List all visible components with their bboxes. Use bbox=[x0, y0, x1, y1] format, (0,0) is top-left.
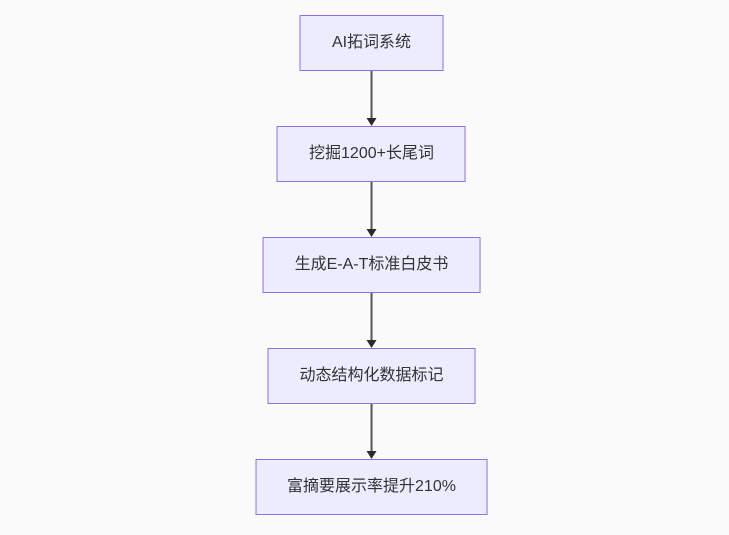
arrowhead-down-icon bbox=[366, 229, 377, 237]
flow-arrow-2 bbox=[366, 182, 377, 237]
arrowhead-down-icon bbox=[366, 118, 377, 126]
flow-arrow-4 bbox=[366, 404, 377, 459]
flow-node-longtail-mining: 挖掘1200+长尾词 bbox=[277, 126, 466, 182]
flow-node-label: 动态结构化数据标记 bbox=[299, 367, 444, 384]
flow-node-label: 生成E-A-T标准白皮书 bbox=[294, 256, 449, 273]
arrow-line bbox=[370, 182, 373, 230]
flow-arrow-1 bbox=[366, 71, 377, 126]
flowchart: AI拓词系统 挖掘1200+长尾词 生成E-A-T标准白皮书 动态结构化数据标记 bbox=[255, 15, 488, 515]
flow-arrow-3 bbox=[366, 293, 377, 348]
flow-node-structured-data-markup: 动态结构化数据标记 bbox=[267, 348, 476, 404]
arrow-line bbox=[370, 293, 373, 341]
arrowhead-down-icon bbox=[366, 451, 377, 459]
arrow-line bbox=[370, 71, 373, 119]
flow-node-label: AI拓词系统 bbox=[331, 34, 412, 51]
flow-node-eat-whitepaper: 生成E-A-T标准白皮书 bbox=[262, 237, 481, 293]
arrowhead-down-icon bbox=[366, 340, 377, 348]
flow-node-label: 挖掘1200+长尾词 bbox=[309, 145, 434, 162]
flow-node-ai-keyword-system: AI拓词系统 bbox=[299, 15, 444, 71]
flow-node-label: 富摘要展示率提升210% bbox=[287, 478, 456, 495]
arrow-line bbox=[370, 404, 373, 452]
flow-node-rich-snippet-result: 富摘要展示率提升210% bbox=[255, 459, 488, 515]
